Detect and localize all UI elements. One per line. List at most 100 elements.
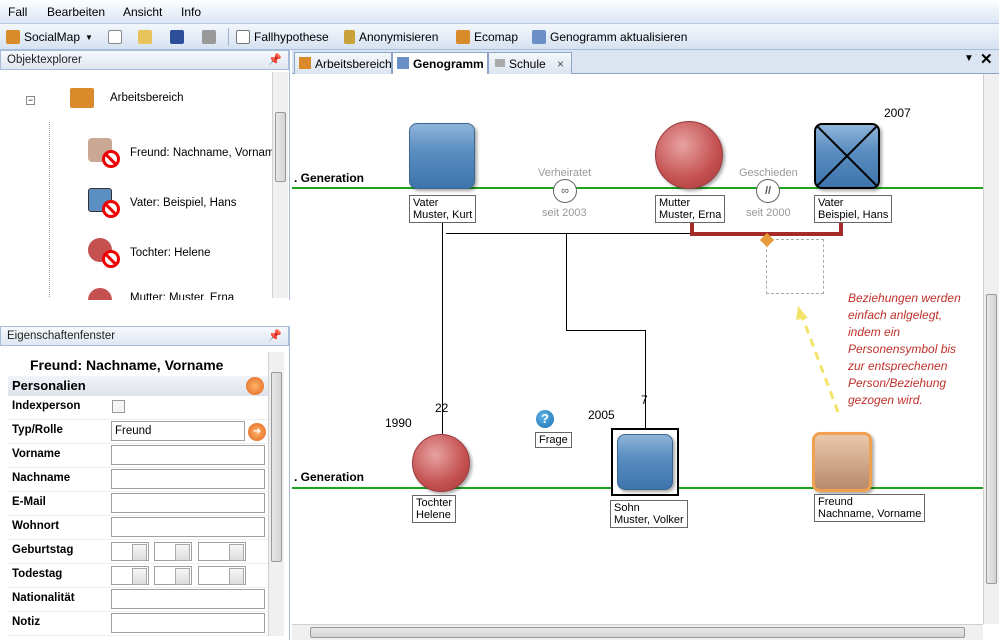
scrollbar-thumb[interactable] <box>275 112 286 182</box>
genogram-icon <box>397 57 409 69</box>
genogram-canvas[interactable]: . Generation . Generation Vater Muster, … <box>292 74 983 624</box>
relation-line <box>566 234 567 330</box>
tab-schule[interactable]: Schule × <box>488 52 572 74</box>
geburtstag-month-stepper[interactable] <box>154 542 192 561</box>
question-label[interactable]: Frage <box>535 432 572 448</box>
tree-item-label: Arbeitsbereich <box>110 92 184 104</box>
person-vater-hans[interactable] <box>814 123 880 189</box>
relation-divorced-label: Geschieden <box>739 167 798 179</box>
arbeitsbereich-icon <box>70 88 94 108</box>
person-freund[interactable] <box>812 432 872 492</box>
todestag-day-stepper[interactable] <box>111 566 149 585</box>
menu-info[interactable]: Info <box>181 5 202 19</box>
married-rings-icon[interactable]: ∞ <box>553 179 577 203</box>
tab-arbeitsbereich[interactable]: Arbeitsbereich <box>294 52 392 74</box>
new-button[interactable] <box>108 28 126 46</box>
canvas-horizontal-scrollbar[interactable] <box>292 624 983 640</box>
person-tochter[interactable] <box>412 434 470 492</box>
row-vorname: Vorname <box>8 444 274 468</box>
notiz-field[interactable] <box>111 613 265 633</box>
close-icon[interactable]: ✕ <box>980 51 993 68</box>
vorname-label: Vorname <box>12 448 61 460</box>
tree-item-vater[interactable]: Vater: Beispiel, Hans <box>88 186 237 220</box>
tree-item-arbeitsbereich[interactable]: Arbeitsbereich <box>70 88 184 108</box>
genogramm-aktualisieren-button[interactable]: Genogramm aktualisieren <box>532 28 687 46</box>
todestag-year-stepper[interactable] <box>198 566 246 585</box>
year-label: 2007 <box>884 106 911 120</box>
scrollbar-thumb[interactable] <box>271 372 282 562</box>
arbeitsbereich-icon <box>299 57 311 69</box>
generation-label: . Generation <box>294 171 365 185</box>
person-label: Tochter Helene <box>412 495 457 523</box>
relation-married-since: seit 2003 <box>542 207 587 219</box>
typ-label: Typ/Rolle <box>12 424 63 436</box>
tab-label: Arbeitsbereich <box>315 57 392 71</box>
fallhypothese-button[interactable]: Fallhypothese <box>236 28 329 46</box>
save-button[interactable] <box>170 28 188 46</box>
tree-line <box>49 122 50 297</box>
section-personalien: Personalien <box>8 376 268 396</box>
print-button[interactable] <box>202 28 220 46</box>
nachname-field[interactable] <box>111 469 265 489</box>
menu-bearbeiten[interactable]: Bearbeiten <box>47 5 106 19</box>
row-typ: Typ/Rolle Freund ➜ <box>8 420 274 444</box>
notiz-label: Notiz <box>12 616 41 628</box>
nationalitaet-field[interactable] <box>111 589 265 609</box>
typ-field[interactable]: Freund <box>111 421 245 441</box>
tab-genogramm[interactable]: Genogramm <box>392 52 488 75</box>
no-entry-icon <box>102 150 120 168</box>
person-label: Vater Muster, Kurt <box>409 195 477 223</box>
tree-item-mutter[interactable]: Mutter: Muster, Erna <box>88 286 234 300</box>
divorced-icon[interactable]: // <box>756 179 780 203</box>
person-name: Helene <box>416 509 451 521</box>
divorce-line <box>690 220 694 235</box>
open-button[interactable] <box>138 28 156 46</box>
ecomap-icon <box>456 30 470 44</box>
tree-item-tochter[interactable]: Tochter: Helene <box>88 236 211 270</box>
email-field[interactable] <box>111 493 265 513</box>
ecomap-button[interactable]: Ecomap <box>456 28 518 46</box>
nationalitaet-label: Nationalität <box>12 592 75 604</box>
tree-item-freund[interactable]: Freund: Nachname, Vorname <box>88 136 281 170</box>
person-role: Freund <box>818 496 853 508</box>
explorer-scrollbar[interactable] <box>272 72 288 298</box>
scrollbar-thumb[interactable] <box>986 294 997 584</box>
menu-ansicht[interactable]: Ansicht <box>123 5 163 19</box>
person-mutter-erna[interactable] <box>655 121 723 189</box>
arrow-right-icon[interactable]: ➜ <box>248 423 266 441</box>
vorname-field[interactable] <box>111 445 265 465</box>
person-tochter-icon <box>88 236 124 270</box>
close-tab-icon[interactable]: × <box>557 57 565 71</box>
person-vater-kurt[interactable] <box>409 123 475 189</box>
properties-scrollbar[interactable] <box>268 352 284 636</box>
tab-list-icon[interactable]: ▼ <box>964 53 974 64</box>
objektexplorer-panel: Objektexplorer 📌 − Arbeitsbereich Freund… <box>0 50 290 300</box>
collapse-icon[interactable]: − <box>26 95 35 105</box>
open-folder-icon <box>138 30 152 44</box>
socialmap-button[interactable]: SocialMap ▼ <box>6 28 93 46</box>
document-tabs: Arbeitsbereich Genogramm Schule × ▼ ✕ <box>292 50 999 75</box>
wohnort-field[interactable] <box>111 517 265 537</box>
geburtstag-year-stepper[interactable] <box>198 542 246 561</box>
question-icon[interactable]: ? <box>536 410 554 428</box>
dashed-arrow-icon <box>796 306 840 413</box>
relation-line <box>566 330 646 331</box>
person-name: Muster, Kurt <box>413 209 473 221</box>
relation-married-label: Verheiratet <box>538 167 592 179</box>
person-label: Freund Nachname, Vorname <box>814 494 926 522</box>
objektexplorer-title: Objektexplorer <box>7 54 82 66</box>
wohnort-label: Wohnort <box>12 520 60 532</box>
person-sohn-index[interactable] <box>611 428 679 496</box>
anonymisieren-button[interactable]: Anonymisieren <box>344 28 438 46</box>
geburtstag-day-stepper[interactable] <box>111 542 149 561</box>
pin-icon[interactable]: 📌 <box>268 330 282 342</box>
canvas-vertical-scrollbar[interactable] <box>983 74 999 624</box>
search-icon[interactable] <box>246 377 264 395</box>
indexperson-checkbox[interactable] <box>112 400 125 413</box>
todestag-month-stepper[interactable] <box>154 566 192 585</box>
chevron-down-icon: ▼ <box>85 32 93 42</box>
menu-fall[interactable]: Fall <box>8 5 28 19</box>
section-label: Personalien <box>12 378 86 393</box>
scrollbar-thumb[interactable] <box>310 627 965 638</box>
pin-icon[interactable]: 📌 <box>268 54 282 66</box>
